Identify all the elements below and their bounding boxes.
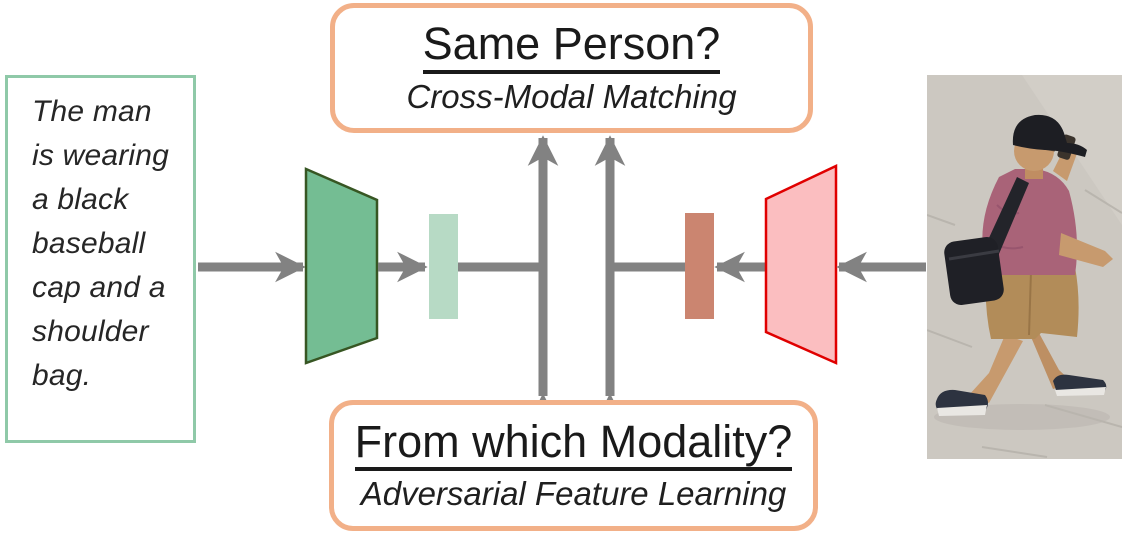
text-encoder-trapezoid: [304, 167, 379, 365]
pointing-arm: [1059, 233, 1113, 267]
pedestrian-photo-drawing: [927, 75, 1122, 459]
cross-modal-matching-box: Same Person? Cross-Modal Matching: [330, 3, 813, 133]
image-encoder-trapezoid: [764, 164, 838, 365]
image-feature-bar: [685, 213, 714, 319]
text-feature-bar: [429, 214, 458, 319]
rear-shoe-sole: [1055, 387, 1106, 396]
text-description: The man is wearing a black baseball cap …: [32, 95, 170, 392]
black-baseball-cap: [1012, 114, 1087, 157]
text-description-box: The man is wearing a black baseball cap …: [5, 75, 196, 443]
bag-flap-line: [948, 249, 1000, 261]
khaki-shorts: [985, 263, 1079, 339]
same-person-title: Same Person?: [422, 20, 721, 74]
front-leg: [969, 335, 1023, 403]
pedestrian-photo: [927, 75, 1122, 459]
front-shoe-sole: [937, 405, 987, 416]
shoulder-bag: [944, 236, 1004, 306]
adversarial-learning-box: From which Modality? Adversarial Feature…: [329, 400, 818, 531]
shorts-seam: [1028, 270, 1032, 336]
adversarial-feature-learning-subtitle: Adversarial Feature Learning: [360, 475, 787, 513]
cross-modal-matching-subtitle: Cross-Modal Matching: [406, 77, 737, 115]
from-which-modality-title: From which Modality?: [354, 417, 793, 472]
